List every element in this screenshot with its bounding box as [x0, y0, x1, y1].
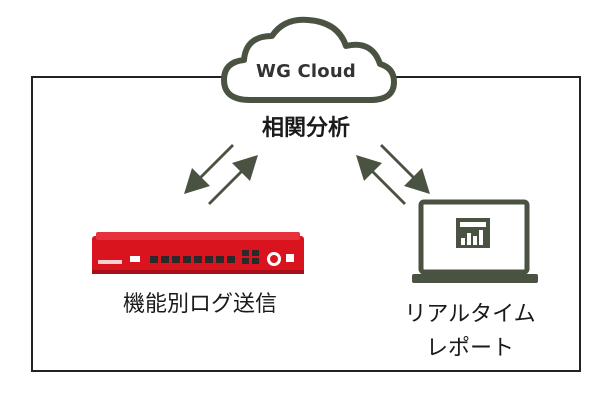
laptop-icon: [412, 199, 538, 283]
arrow-down-left-left: [184, 144, 234, 194]
report-label: リアルタイム レポート: [360, 298, 580, 366]
arrow-up-left-right: [356, 155, 406, 205]
arrow-up-right-left: [208, 155, 258, 205]
log-send-label: 機能別ログ送信: [122, 292, 277, 317]
cloud-node: WG Cloud: [208, 14, 404, 114]
cloud-label: WG Cloud: [256, 61, 356, 82]
report-label-line2: レポート: [425, 336, 514, 361]
arrow-down-right-right: [380, 144, 430, 194]
firewall-device-icon: [92, 232, 304, 274]
cloud-icon: [221, 16, 397, 103]
analysis-label: 相関分析: [261, 116, 350, 141]
report-label-line1: リアルタイム: [404, 302, 536, 327]
